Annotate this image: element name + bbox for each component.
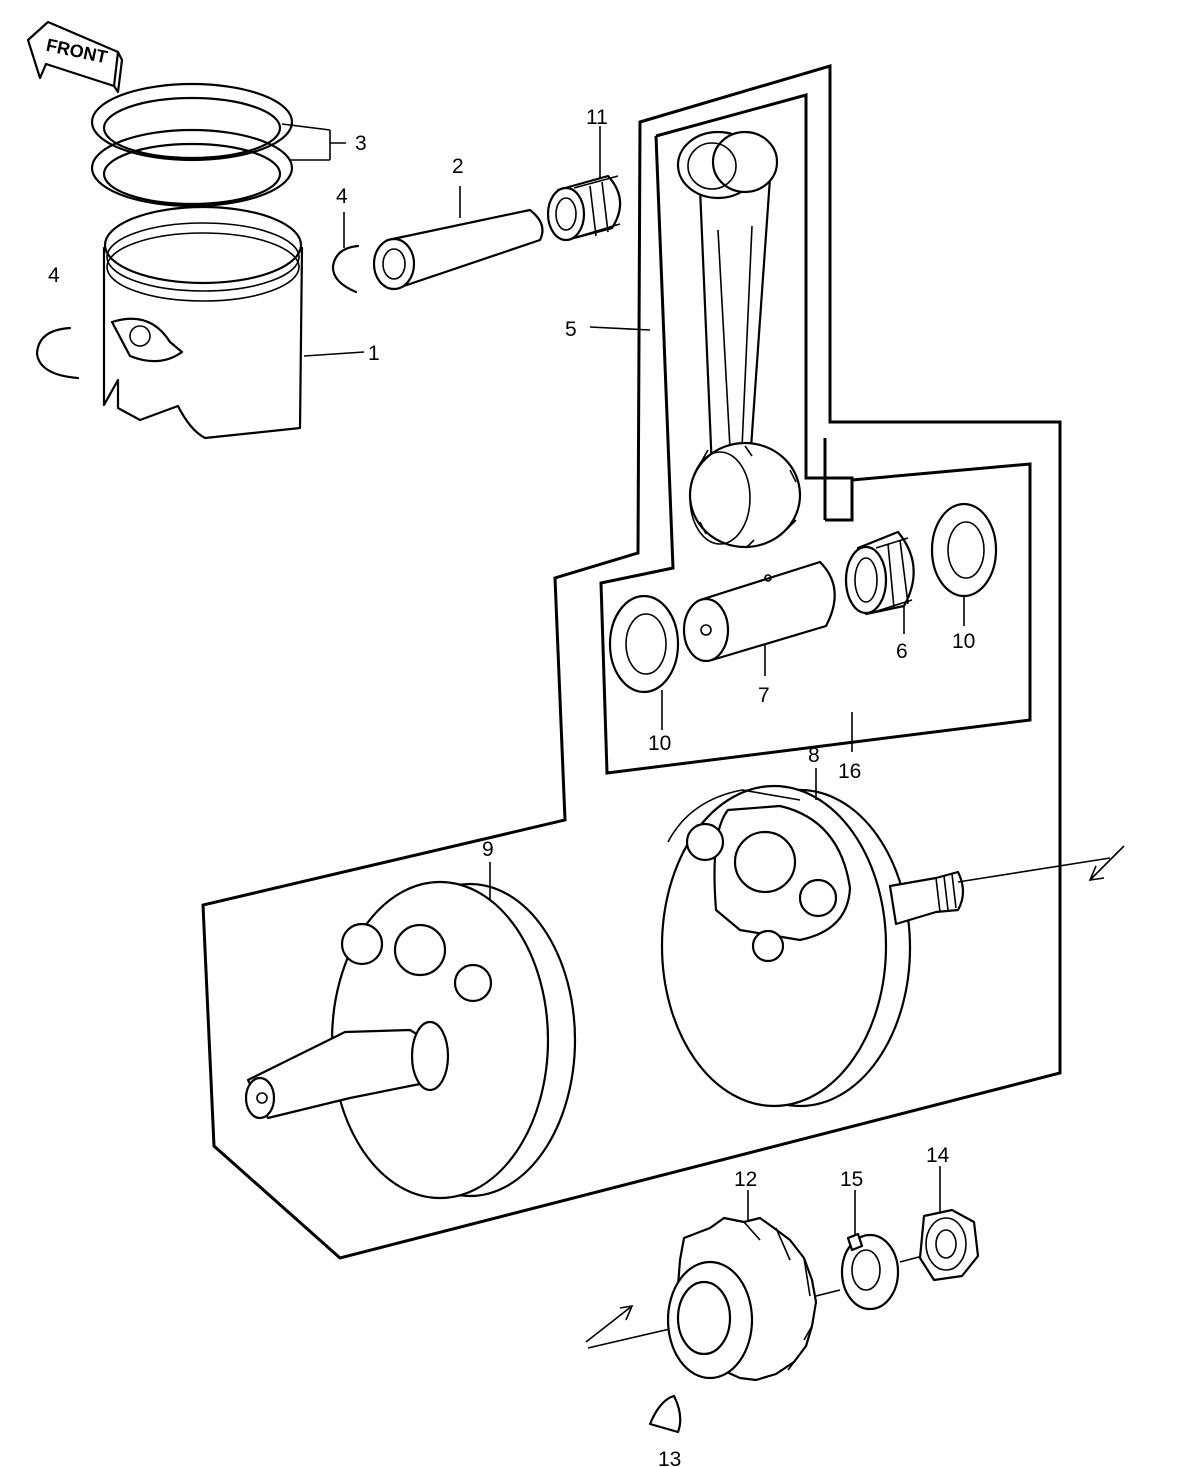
piston-pin bbox=[372, 208, 544, 291]
callout-10-right: 10 bbox=[952, 630, 975, 653]
callout-1: 1 bbox=[368, 342, 380, 365]
callout-2: 2 bbox=[452, 155, 464, 178]
crankshaft-nut bbox=[918, 1208, 980, 1282]
crankshaft-left-flywheel bbox=[244, 880, 577, 1200]
connecting-rod-outline bbox=[599, 93, 1032, 775]
crankshaft-assembly-outline bbox=[201, 63, 1062, 1260]
front-badge: FRONT bbox=[26, 20, 124, 94]
crankpin-kit-outline bbox=[823, 438, 854, 522]
callout-12: 12 bbox=[734, 1168, 757, 1191]
thrust-washer-right bbox=[930, 502, 998, 598]
thrust-washer-left bbox=[608, 594, 680, 694]
crank-pin bbox=[682, 560, 836, 663]
axis-arrow-right bbox=[1088, 845, 1125, 881]
callout-7: 7 bbox=[758, 684, 770, 707]
circlip-left bbox=[35, 326, 80, 380]
lock-washer bbox=[840, 1232, 900, 1311]
axis-line-right bbox=[957, 857, 1111, 883]
callout-9: 9 bbox=[482, 838, 494, 861]
big-end-bearing bbox=[844, 530, 915, 616]
callout-3: 3 bbox=[355, 132, 367, 155]
crankshaft-right-flywheel bbox=[660, 784, 965, 1108]
callout-15: 15 bbox=[840, 1168, 863, 1191]
primary-drive-gear bbox=[666, 1216, 818, 1382]
woodruff-key bbox=[648, 1394, 682, 1434]
callout-5: 5 bbox=[565, 318, 577, 341]
callout-8: 8 bbox=[808, 744, 820, 767]
piston bbox=[102, 205, 304, 440]
callout-4-right: 4 bbox=[336, 185, 348, 208]
piston-rings bbox=[90, 82, 294, 208]
connecting-rod bbox=[676, 130, 802, 549]
callout-6: 6 bbox=[896, 640, 908, 663]
small-end-bearing bbox=[546, 174, 622, 242]
callout-16: 16 bbox=[838, 760, 861, 783]
circlip-right bbox=[331, 244, 360, 294]
axis-arrow-left bbox=[585, 1304, 634, 1343]
callout-11: 11 bbox=[586, 106, 608, 129]
callout-10-left: 10 bbox=[648, 732, 671, 755]
callout-13: 13 bbox=[658, 1448, 681, 1467]
callout-4-left: 4 bbox=[48, 264, 60, 287]
callout-14: 14 bbox=[926, 1144, 950, 1167]
leader-lines bbox=[281, 123, 965, 1234]
